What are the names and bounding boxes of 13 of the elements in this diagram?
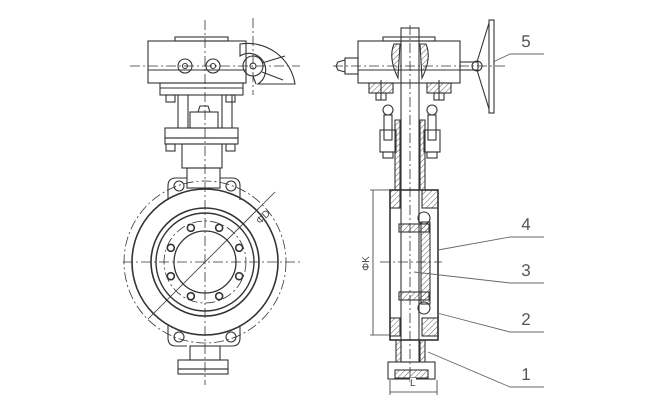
leader-line [414,272,544,284]
callout-number: 5 [514,32,538,52]
leader-line [436,312,544,332]
callout-number: 1 [514,365,538,385]
callout-number: 3 [514,261,538,281]
dimension-label: ΦD [254,208,273,227]
callout-number: 2 [514,310,538,330]
leader-line [428,352,544,388]
dimension-label: L [410,378,416,389]
dimension-label: ΦK [360,256,372,271]
leader-line [492,54,544,62]
callout-number: 4 [514,215,538,235]
leader-line [438,236,544,250]
